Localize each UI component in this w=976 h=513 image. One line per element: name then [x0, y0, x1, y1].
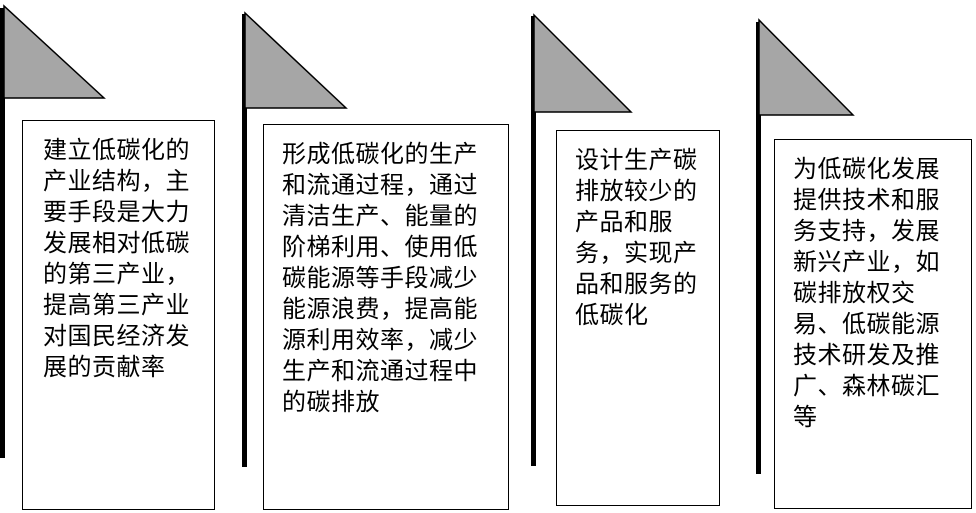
flag-pole-2 [242, 14, 247, 467]
flag-text-box-1: 建立低碳化的产业结构，主要手段是大力发展相对低碳的第三产业，提高第三产业对国民经… [22, 120, 215, 510]
flag-text-box-3: 设计生产碳排放较少的产品和服务，实现产品和服务的低碳化 [556, 130, 720, 506]
flag-text-2: 形成低碳化的生产和流通过程，通过清洁生产、能量的阶梯利用、使用低碳能源等手段减少… [282, 140, 478, 416]
flag-text-4: 为低碳化发展提供技术和服务支持，发展新兴产业，如碳排放权交易、低碳能源技术研发及… [793, 155, 940, 431]
flag-pennant-4 [758, 18, 855, 116]
flag-text-box-2: 形成低碳化的生产和流通过程，通过清洁生产、能量的阶梯利用、使用低碳能源等手段减少… [263, 124, 509, 510]
flag-text-3: 设计生产碳排放较少的产品和服务，实现产品和服务的低碳化 [575, 146, 698, 329]
flag-pennant-3 [533, 13, 633, 113]
flag-text-box-4: 为低碳化发展提供技术和服务支持，发展新兴产业，如碳排放权交易、低碳能源技术研发及… [774, 139, 972, 509]
flag-pennant-2 [244, 11, 348, 109]
flag-pole-4 [756, 22, 761, 474]
flag-pole-3 [531, 16, 536, 466]
flag-pennant-1 [3, 4, 106, 99]
flag-pole-1 [0, 8, 5, 458]
flag-text-1: 建立低碳化的产业结构，主要手段是大力发展相对低碳的第三产业，提高第三产业对国民经… [43, 136, 190, 381]
